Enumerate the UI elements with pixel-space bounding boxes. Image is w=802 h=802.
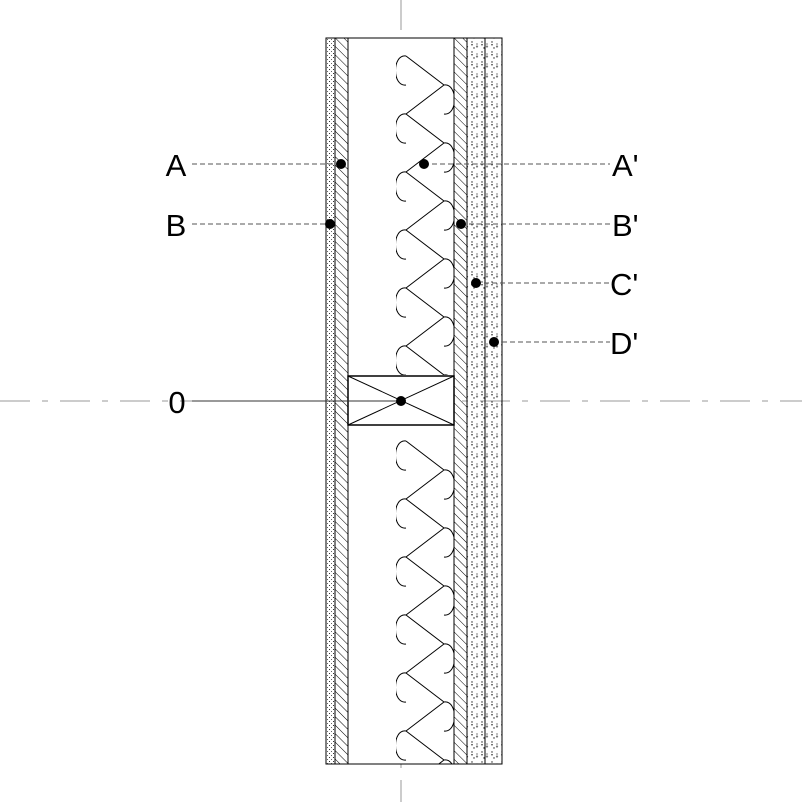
exterior-insulation-layer bbox=[466, 37, 486, 765]
point-a-prime bbox=[419, 159, 429, 169]
label-d-prime: D' bbox=[610, 326, 638, 361]
exterior-cladding-layer bbox=[484, 37, 503, 765]
labels-right: A' B' C' D' bbox=[610, 148, 639, 361]
measurement-points bbox=[325, 159, 499, 406]
label-a: A bbox=[166, 148, 187, 183]
point-d-prime bbox=[489, 337, 499, 347]
point-c-prime bbox=[471, 278, 481, 288]
leader-lines bbox=[192, 163, 610, 402]
label-a-prime: A' bbox=[612, 148, 639, 183]
exterior-board-layer bbox=[453, 37, 468, 765]
batt-insulation-top bbox=[396, 55, 454, 375]
label-b: B bbox=[166, 208, 187, 243]
label-b-prime: B' bbox=[612, 208, 639, 243]
labels-left: A B 0 bbox=[166, 148, 187, 420]
batt-insulation-bottom bbox=[396, 440, 454, 764]
point-b-prime bbox=[456, 219, 466, 229]
label-zero: 0 bbox=[168, 385, 185, 420]
point-b bbox=[325, 219, 335, 229]
point-zero bbox=[396, 396, 406, 406]
point-a bbox=[336, 159, 346, 169]
label-c-prime: C' bbox=[610, 267, 638, 302]
